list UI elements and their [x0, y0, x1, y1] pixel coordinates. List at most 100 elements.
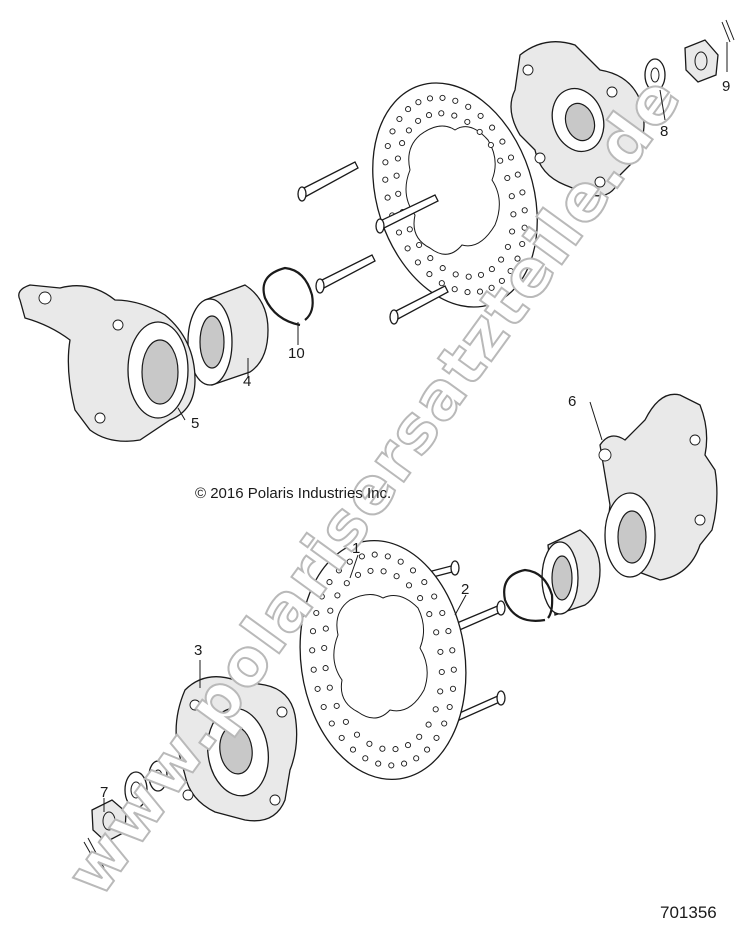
callout-3: 3 [194, 642, 202, 659]
disc-hole [521, 207, 528, 214]
lower-wheel-hub [175, 676, 298, 822]
disc-hole [406, 226, 413, 233]
lower-cotter-pin [83, 837, 105, 871]
disc-hole [379, 745, 386, 752]
disc-hole [384, 194, 391, 201]
disc-hole [432, 706, 439, 713]
disc-hole [415, 117, 422, 124]
disc-hole [394, 155, 401, 162]
upper-steering-knuckle [18, 284, 196, 442]
disc-hole [404, 245, 411, 252]
disc-hole [395, 229, 403, 236]
disc-hole [425, 721, 432, 728]
disc-hole [465, 273, 472, 280]
upper-retaining-ring [262, 266, 314, 327]
disc-hole [354, 571, 362, 578]
callout-9: 9 [722, 78, 730, 95]
disc-hole [438, 280, 445, 287]
disc-hole [438, 110, 445, 117]
callout-10: 10 [288, 345, 305, 362]
disc-hole [489, 124, 496, 131]
disc-hole [521, 224, 528, 231]
disc-hole [426, 271, 433, 278]
disc-hole [509, 228, 516, 235]
disc-hole [451, 286, 458, 293]
upper-bearing [187, 284, 269, 386]
disc-hole [310, 666, 317, 673]
disc-hole [445, 628, 452, 635]
disc-hole [498, 256, 505, 263]
disc-hole [358, 553, 365, 560]
disc-hole [405, 582, 413, 589]
disc-hole [313, 609, 320, 617]
disc-hole [342, 718, 349, 725]
disc-hole [309, 647, 316, 654]
disc-hole [488, 266, 495, 273]
disc-hole [399, 140, 406, 147]
disc-hole [380, 568, 387, 575]
disc-hole [439, 94, 446, 101]
disc-hole [426, 95, 434, 102]
disc-hole [404, 742, 412, 749]
disc-hole [437, 648, 444, 655]
disc-hole [510, 211, 517, 218]
disc-hole [424, 746, 431, 753]
lower-retaining-ring [503, 568, 554, 622]
disc-hole [433, 734, 440, 741]
callout-4: 4 [243, 373, 251, 390]
disc-hole [322, 625, 329, 632]
disc-hole [382, 176, 389, 183]
disc-hole [452, 97, 459, 104]
disc-hole [415, 99, 422, 106]
disc-hole [431, 593, 438, 600]
disc-hole [439, 609, 446, 617]
lower-brake-disc [299, 539, 467, 781]
disc-hole [498, 277, 505, 284]
disc-hole [519, 189, 526, 196]
disc-hole [393, 172, 400, 179]
disc-hole [320, 703, 327, 711]
disc-hole [326, 684, 333, 691]
copyright-text: © 2016 Polaris Industries Inc. [195, 485, 391, 502]
lower-bearing [541, 529, 601, 616]
disc-hole [343, 580, 350, 587]
disc-hole [314, 685, 321, 692]
disc-hole [405, 127, 412, 134]
disc-hole [401, 760, 408, 767]
lower-steering-knuckle [598, 393, 718, 581]
upper-wheel-studs [297, 161, 449, 325]
disc-hole [487, 141, 494, 149]
disc-hole [464, 118, 471, 125]
disc-hole [384, 553, 391, 560]
disc-hole [335, 567, 342, 574]
callout-6: 6 [568, 393, 576, 410]
disc-hole [514, 255, 521, 262]
disc-hole [497, 157, 504, 164]
disc-hole [333, 702, 340, 709]
disc-hole [477, 271, 485, 278]
disc-hole [321, 644, 328, 652]
disc-hole [416, 241, 423, 249]
disc-hole [504, 174, 511, 182]
disc-hole [499, 138, 506, 145]
disc-hole [452, 271, 459, 278]
disc-hole [446, 703, 453, 711]
disc-hole [437, 688, 444, 695]
disc-hole [416, 733, 423, 740]
disc-hole [441, 720, 448, 727]
disc-hole [449, 647, 456, 654]
disc-hole [327, 607, 334, 614]
disc-hole [328, 720, 335, 727]
disc-hole [389, 128, 396, 135]
disc-hole [326, 579, 333, 586]
disc-hole [449, 685, 457, 692]
disc-hole [427, 255, 434, 262]
disc-hole [507, 154, 515, 161]
disc-hole [384, 142, 391, 150]
disc-hole [425, 112, 433, 119]
disc-hole [450, 666, 457, 673]
disc-hole [465, 103, 472, 110]
disc-hole [396, 115, 403, 123]
disc-hole [413, 755, 420, 762]
